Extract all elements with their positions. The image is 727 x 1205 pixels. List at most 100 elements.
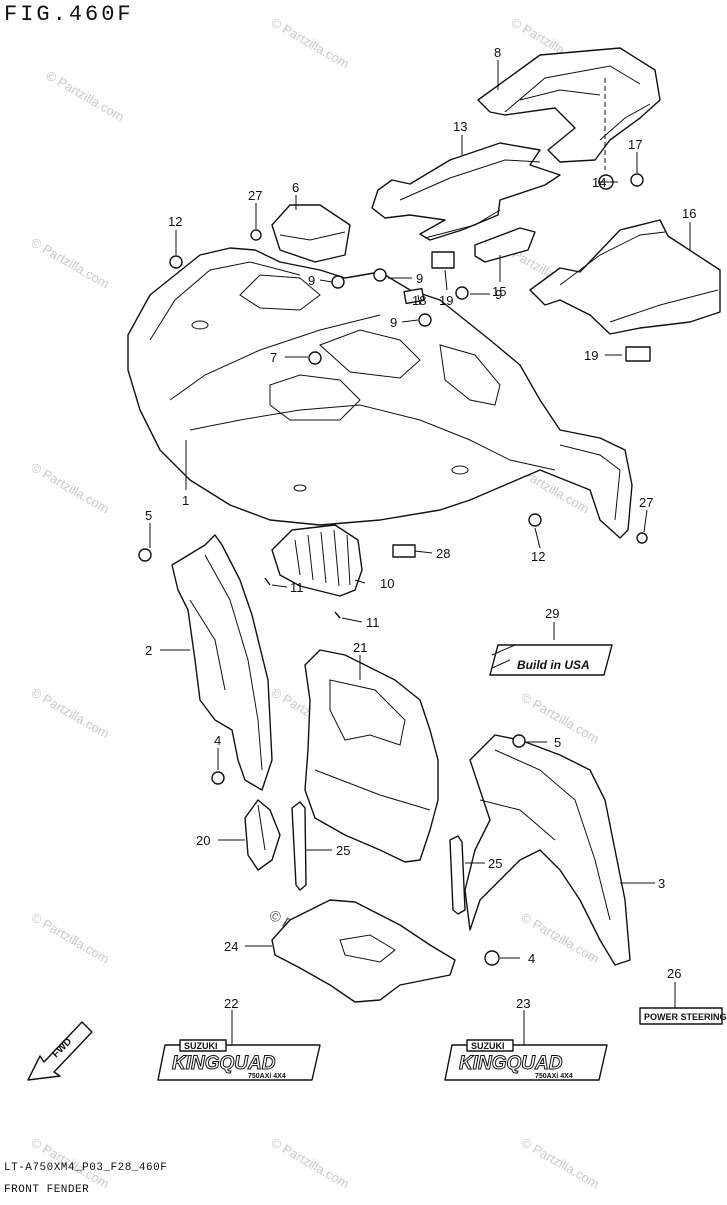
leader-lines [149,60,691,1045]
callout-26: 26 [667,966,681,981]
callout-15: 15 [492,284,506,299]
callout-22: 22 [224,996,238,1011]
decal-build-in-usa-text: Build in USA [517,658,590,672]
decal-22-kingquad-left[interactable]: SUZUKI KINGQUAD 750AXi 4X4 [157,1039,321,1081]
part-16-side-panel[interactable] [529,219,721,335]
callout-16: 16 [682,206,696,221]
figure-title: FIG.460F [4,2,134,27]
figure-name: FRONT FENDER [4,1184,90,1196]
part-25-cable-tie-right[interactable] [449,835,466,915]
part-27-clip[interactable] [250,229,262,241]
callout-20: 20 [196,833,210,848]
part-9-nut[interactable] [373,268,387,282]
callout-2: 2 [145,643,152,658]
watermark: © Partzilla.com [269,15,352,72]
callout-19: 19 [584,348,598,363]
callout-6: 6 [292,180,299,195]
part-8-top-cover[interactable] [477,47,661,170]
part-13-bracket[interactable] [371,142,561,241]
callout-5: 5 [145,508,152,523]
part-12-clip[interactable] [528,513,542,527]
callout-24: 24 [224,939,238,954]
part-21-mud-flap[interactable] [304,649,439,863]
callout-27: 27 [248,188,262,203]
part-2-left-inner-panel[interactable] [171,534,273,791]
part-27-clip[interactable] [636,532,648,544]
part-9-nut[interactable] [331,275,345,289]
part-24-plate[interactable] [271,899,456,1003]
decal-model-sub-text: 750AXi 4X4 [248,1073,286,1080]
figure-code: LT-A750XM4_P03_F28_460F [4,1162,168,1174]
decal-29-build-in-usa[interactable]: Build in USA [489,644,613,676]
callout-11: 11 [290,580,304,595]
decal-model-text: KINGQUAD [172,1053,276,1074]
part-19-block[interactable] [431,251,455,269]
part-5-clip[interactable] [138,548,152,562]
callout-21: 21 [353,640,367,655]
part-5-clip[interactable] [512,734,526,748]
callout-4: 4 [528,951,535,966]
callout-9: 9 [495,287,502,302]
callout-9: 9 [390,315,397,330]
callout-19: 19 [439,293,453,308]
decal-model-text: KINGQUAD [459,1053,563,1074]
part-9-nut[interactable] [455,286,469,300]
callout-29: 29 [545,606,559,621]
callout-labels: 1 2 3 4 4 5 5 6 7 8 9 9 9 9 10 11 11 12 … [145,45,696,1011]
watermark: © Partzilla.com [44,68,127,125]
decal-brand-text: SUZUKI [471,1041,505,1051]
callout-10: 10 [380,576,394,591]
callout-27: 27 [639,495,653,510]
part-11-screw[interactable] [264,577,271,586]
part-25-cable-tie-left[interactable] [291,801,307,891]
callout-25: 25 [488,856,502,871]
callout-11: 11 [366,615,380,630]
part-11-screw[interactable] [334,611,341,619]
callout-25: 25 [336,843,350,858]
callout-7: 7 [270,350,277,365]
part-6-cover[interactable] [271,204,351,263]
watermark: © Partzilla.com [29,460,112,517]
callout-17: 17 [628,137,642,152]
decal-26-power-steering[interactable]: POWER STEERING [639,1007,727,1025]
decal-power-steering-text: POWER STEERING [644,1012,727,1022]
watermark: © Partzilla.com [29,685,112,742]
callout-13: 13 [453,119,467,134]
decal-brand-text: SUZUKI [184,1041,218,1051]
callout-3: 3 [658,876,665,891]
decal-model-sub-text: 750AXi 4X4 [535,1073,573,1080]
callout-12: 12 [531,549,545,564]
part-9-nut[interactable] [418,313,432,327]
callout-28: 28 [436,546,450,561]
callout-9: 9 [308,273,315,288]
part-15-pad[interactable] [474,227,536,263]
callout-5: 5 [554,735,561,750]
part-4-clip[interactable] [484,950,500,966]
fasteners[interactable] [138,173,651,966]
part-17-clip[interactable] [630,173,644,187]
fwd-arrow: FWD [27,1021,93,1081]
callout-18: 18 [412,293,426,308]
part-12-clip[interactable] [169,255,183,269]
part-19-block[interactable] [625,346,651,362]
callout-8: 8 [494,45,501,60]
watermark: © Partzilla.com [269,1135,352,1192]
part-10-grille[interactable] [271,524,363,597]
part-1-front-fender[interactable] [127,247,633,539]
part-7-grommet[interactable] [308,351,322,365]
callout-4: 4 [214,733,221,748]
watermark: © Partzilla.com [519,1135,602,1192]
callout-1: 1 [182,493,189,508]
part-20-bracket[interactable] [244,799,281,871]
part-4-clip[interactable] [211,771,225,785]
watermark: © Partzilla.com [29,910,112,967]
callout-12: 12 [168,214,182,229]
callout-23: 23 [516,996,530,1011]
callout-14: 14 [592,175,606,190]
callout-9: 9 [416,271,423,286]
part-28-pad[interactable] [392,544,416,558]
part-3-right-inner-panel[interactable] [464,734,631,966]
decal-23-kingquad-right[interactable]: SUZUKI KINGQUAD 750AXi 4X4 [444,1039,608,1081]
